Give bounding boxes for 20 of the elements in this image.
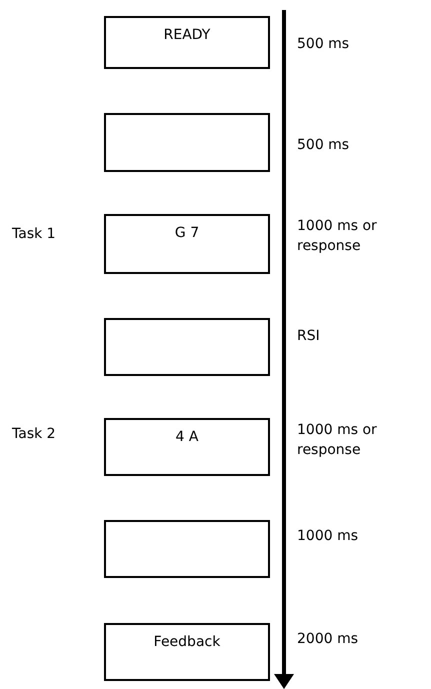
stimulus-text: READY	[164, 26, 210, 44]
duration-text: RSI	[297, 327, 321, 346]
blank-screen-box	[104, 318, 270, 376]
blank-screen-box	[104, 520, 270, 578]
stimulus-box	[104, 16, 270, 69]
stimulus-box	[104, 623, 270, 681]
stimulus-text: Feedback	[154, 633, 220, 651]
duration-text: 1000 ms or response	[297, 217, 378, 256]
task-label: Task 2	[12, 425, 56, 443]
duration-text: 1000 ms or response	[297, 421, 378, 460]
stimulus-text: G 7	[174, 224, 200, 242]
blank-screen-box	[104, 113, 270, 172]
duration-text: 1000 ms	[297, 527, 360, 546]
task-label: Task 1	[12, 225, 56, 243]
duration-text: 2000 ms	[297, 630, 360, 649]
stimulus-text: 4 A	[176, 428, 198, 446]
stimulus-box	[104, 418, 270, 476]
duration-text: 500 ms	[297, 136, 350, 155]
stimulus-box	[104, 214, 270, 274]
duration-text: 500 ms	[297, 35, 350, 54]
